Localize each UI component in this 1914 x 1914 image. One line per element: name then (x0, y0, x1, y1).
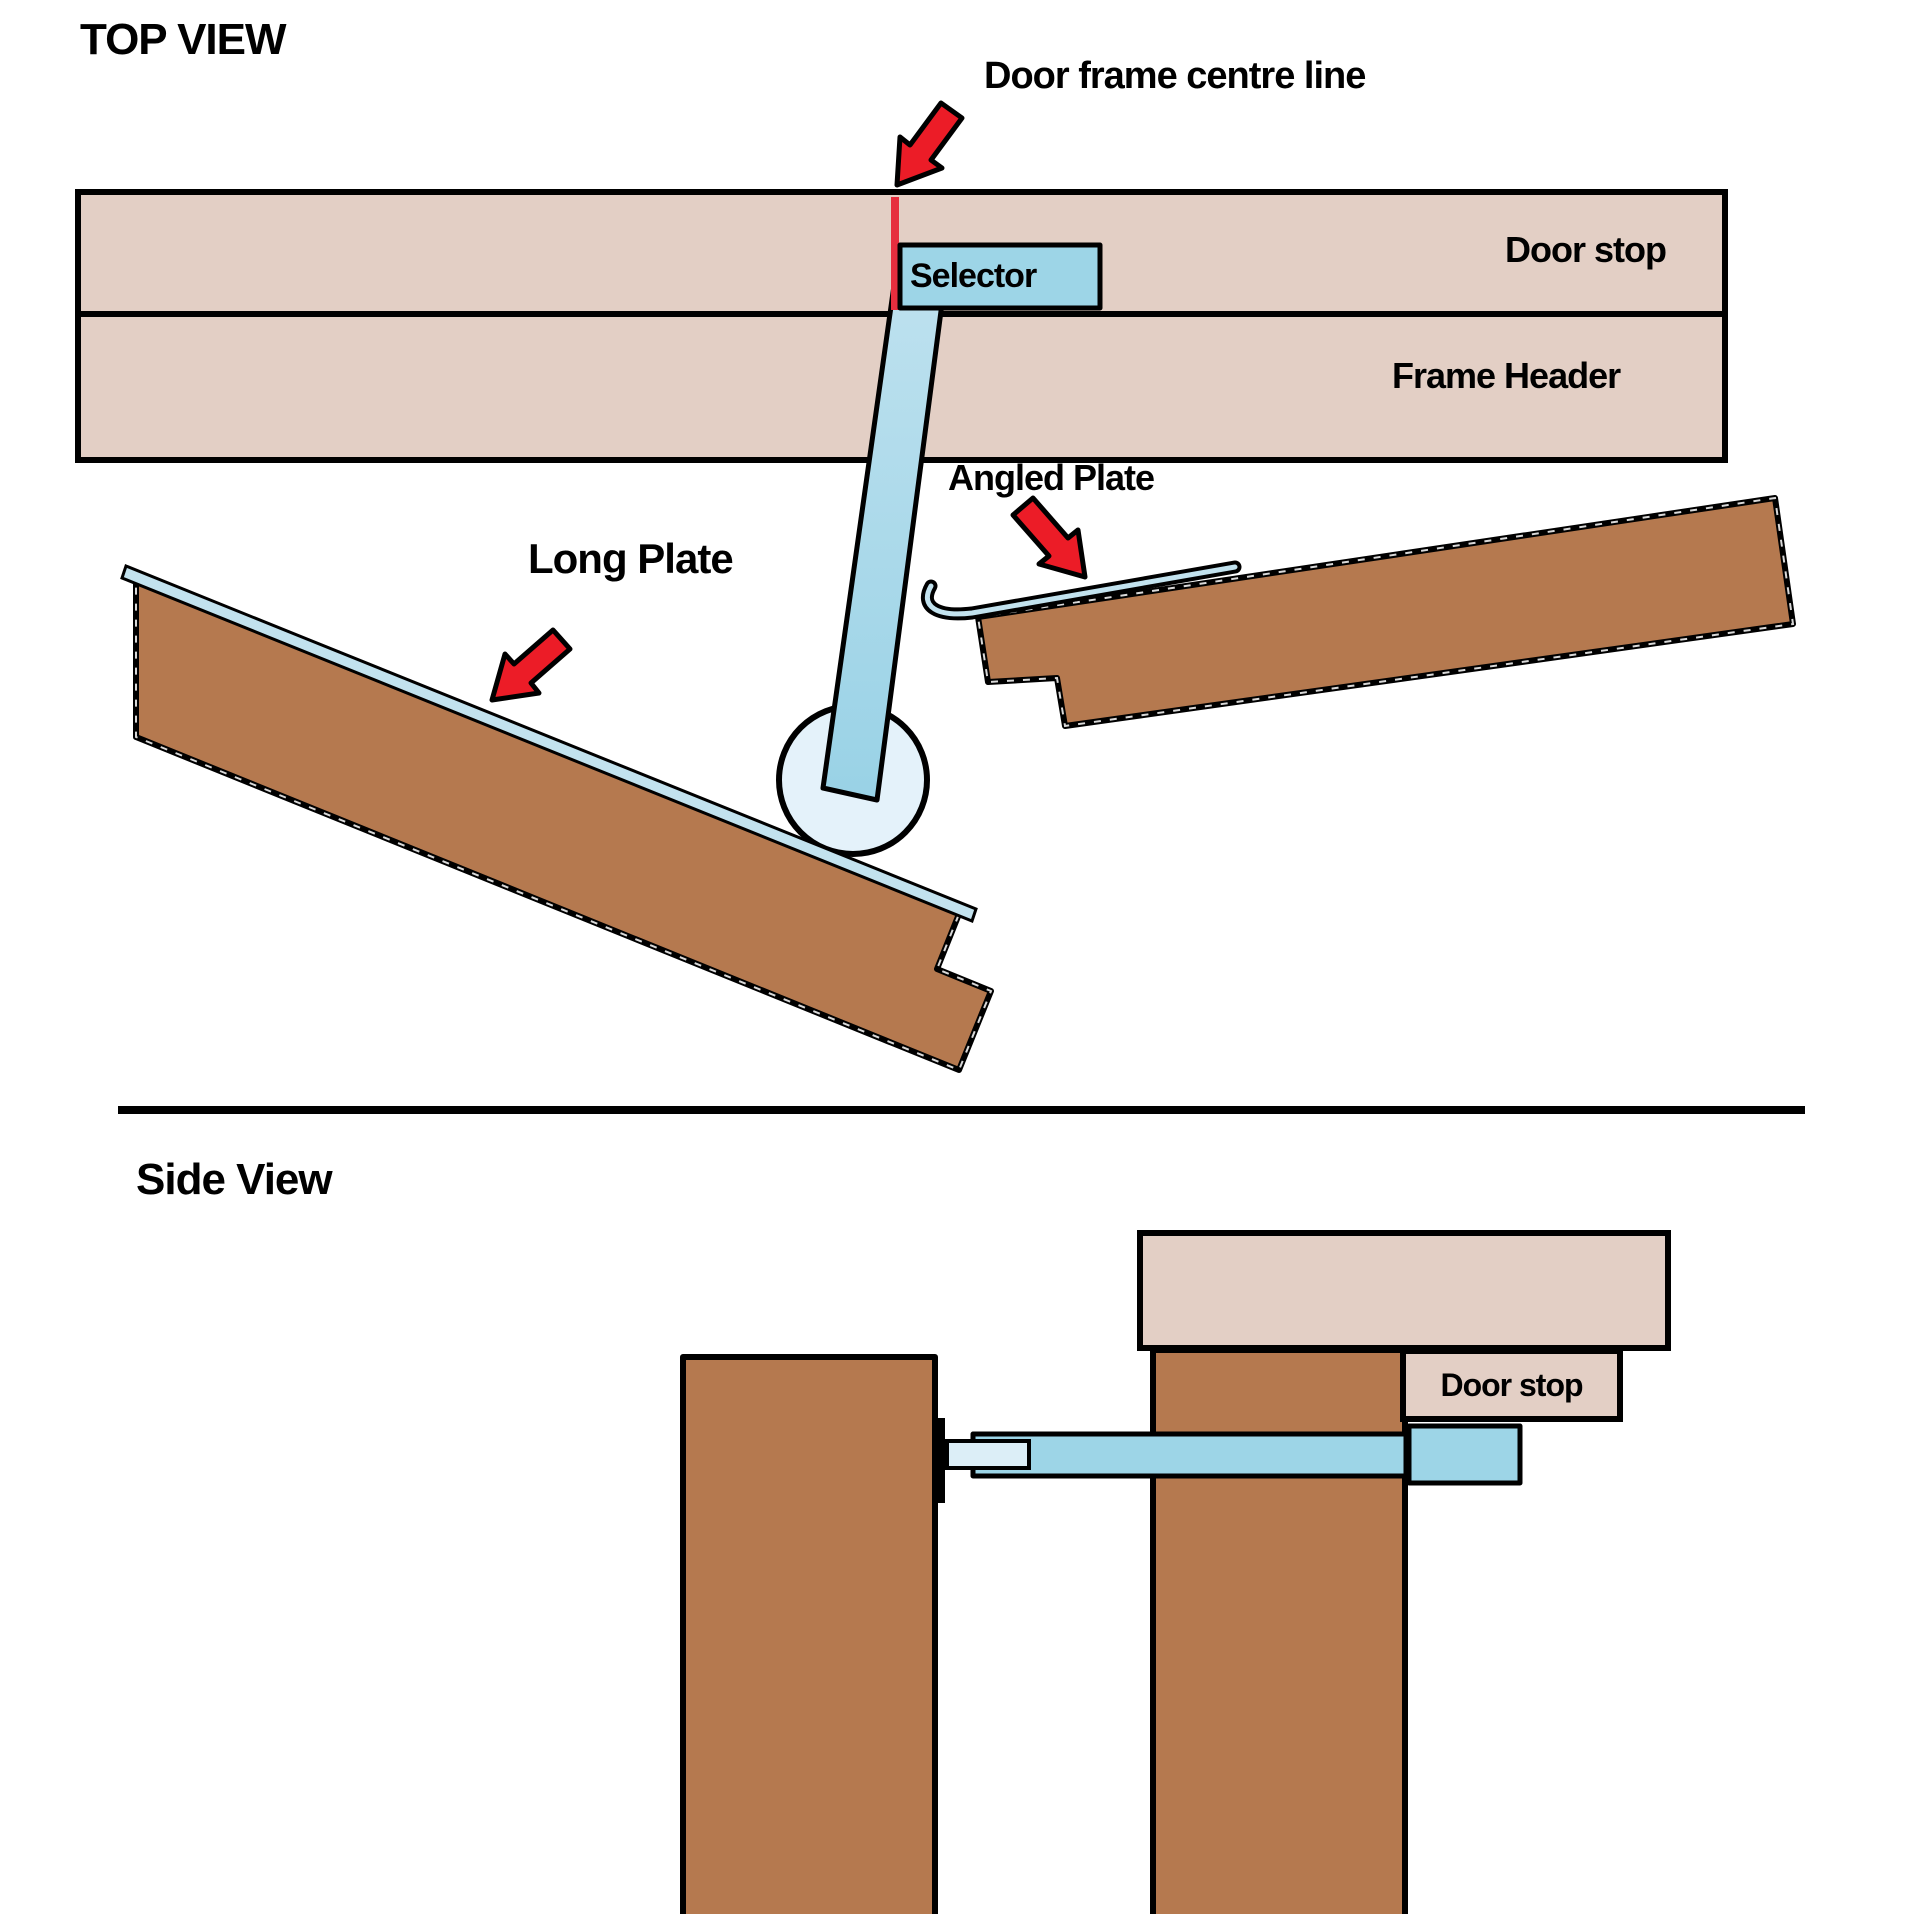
side-view-title: Side View (136, 1155, 333, 1204)
long-plate-strip (120, 564, 978, 923)
sv-door-stop (1400, 1348, 1623, 1422)
sv-mounting-plate (932, 1418, 945, 1503)
angled-plate-arrow-icon (1010, 495, 1088, 580)
selector-label: Selector (910, 257, 1037, 295)
long-plate-label: Long Plate (528, 535, 734, 582)
centre-line-arrow-icon (894, 100, 965, 188)
sv-door-stop-label: Door stop (1440, 1366, 1583, 1403)
right-door-board (975, 495, 1796, 729)
sv-selector-bar (970, 1431, 1409, 1479)
sv-selector-pin (945, 1439, 1031, 1470)
door-frame-centre-line (891, 197, 899, 310)
top-view-title: TOP VIEW (80, 15, 287, 64)
sv-left-door (680, 1354, 938, 1914)
frame-header-label: Frame Header (1392, 355, 1621, 396)
sv-frame-header (1137, 1230, 1671, 1351)
angled-plate-strip (924, 564, 1238, 617)
centre-line-label: Door frame centre line (984, 55, 1366, 97)
long-plate-arrow-icon (489, 627, 573, 703)
angled-plate-label: Angled Plate (948, 457, 1155, 498)
door-stop-label: Door stop (1505, 229, 1667, 270)
sv-selector-block (1406, 1423, 1523, 1486)
left-door-board-dashes (135, 574, 993, 1072)
section-divider (118, 1106, 1805, 1114)
selector-box (897, 242, 1103, 311)
right-door-board-dashes (976, 496, 1795, 728)
